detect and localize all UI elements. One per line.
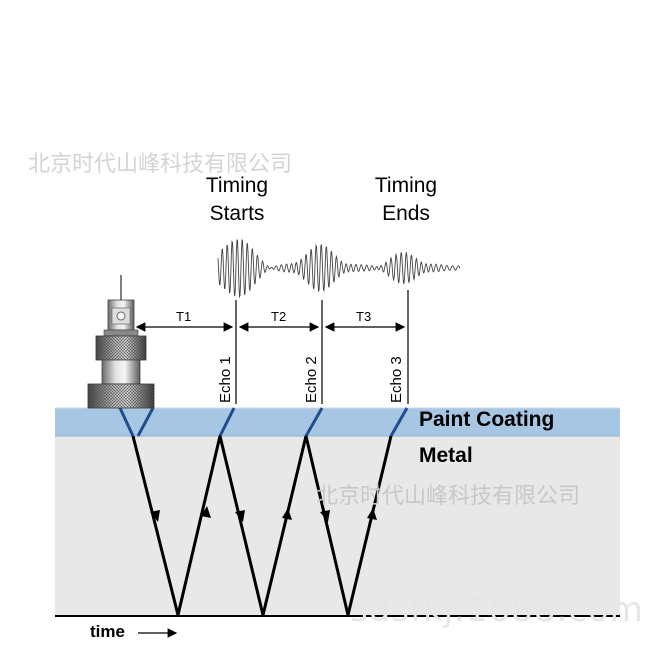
time-axis-label: time	[90, 622, 125, 641]
coating-rays	[118, 407, 409, 437]
echo-waveform	[217, 238, 461, 299]
t1-label: T1	[176, 309, 192, 324]
ray-direction-arrows	[150, 506, 377, 522]
t2-label: T2	[271, 309, 287, 324]
echo-2-label: Echo 2	[303, 356, 320, 403]
timing-starts-text: Timing Starts	[205, 174, 269, 225]
paint-coating-label: Paint Coating	[419, 408, 555, 431]
metal-label: Metal	[419, 444, 473, 467]
transducer-icon	[87, 275, 155, 409]
watermark-top: 北京时代山峰科技有限公司	[28, 152, 293, 177]
watermark-bottom: sdsfkj.1688.com	[350, 590, 644, 630]
timing-ends-label: Timing Ends	[346, 172, 466, 228]
arrow-down-icon	[235, 510, 245, 522]
metal-rays	[131, 435, 393, 616]
arrow-down-icon	[320, 510, 330, 522]
echo-1-label: Echo 1	[217, 356, 234, 403]
t3-label: T3	[356, 309, 372, 324]
watermark-middle: 北京时代山峰科技有限公司	[316, 484, 581, 509]
timing-starts-label: Timing Starts	[177, 172, 297, 228]
arrow-up-icon	[282, 508, 292, 520]
arrow-down-icon	[150, 510, 160, 522]
echo-3-label: Echo 3	[388, 356, 405, 403]
timing-ends-text: Timing Ends	[374, 174, 438, 225]
timing-marker-lines	[235, 290, 409, 404]
metal-layer	[55, 436, 620, 616]
arrow-up-icon	[201, 506, 211, 518]
arrow-up-icon	[367, 508, 377, 520]
